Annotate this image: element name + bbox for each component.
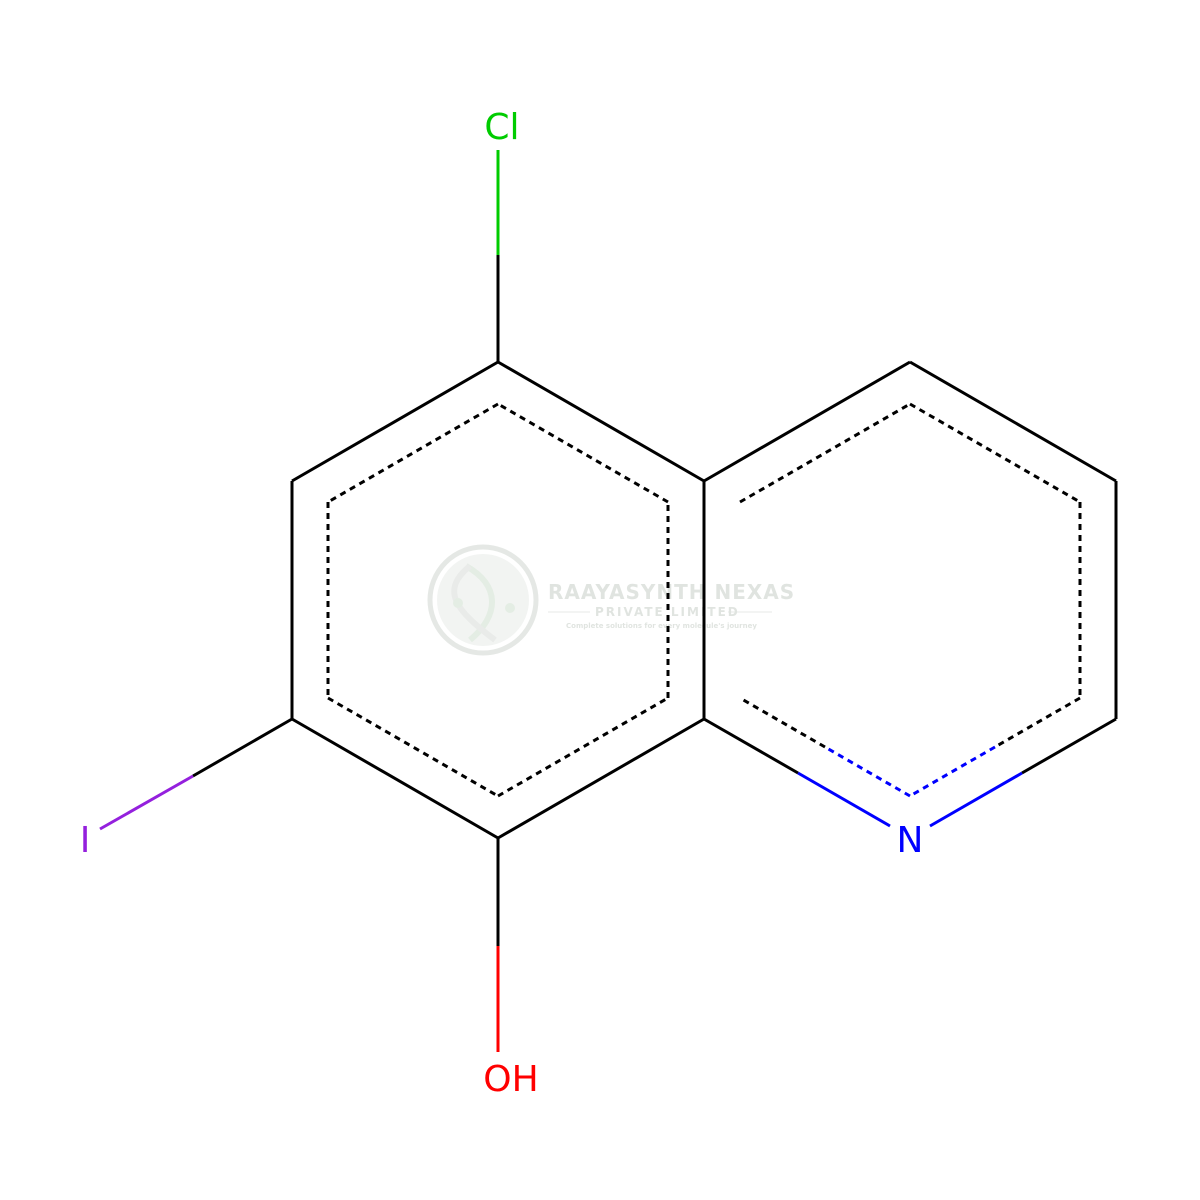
aromatic-bond-inner <box>994 696 1081 749</box>
aromatic-bond-inner <box>739 696 826 749</box>
bond-n1-c8a-blue <box>797 771 891 828</box>
watermark: RAAYASYNTH NEXAS PRIVATE LIMITED Complet… <box>427 544 795 656</box>
bond-c4a-c5 <box>497 360 705 483</box>
aromatic-bond-inner <box>327 402 499 504</box>
iodine-atom-label: I <box>80 820 91 861</box>
pyridine-aromatic-dashes <box>739 402 1082 798</box>
nitrogen-atom-label: N <box>897 820 924 861</box>
bond-c4-c3 <box>909 360 1117 483</box>
aromatic-bond-inner <box>327 696 499 798</box>
watermark-title: RAAYASYNTH NEXAS <box>548 580 795 604</box>
hydroxyl-group-label: OH <box>483 1059 538 1100</box>
watermark-subtitle: PRIVATE LIMITED <box>595 605 740 619</box>
watermark-tagline: Complete solutions for every molecule's … <box>566 622 757 630</box>
bond-n1-c8a-black <box>703 717 799 775</box>
aromatic-bond-inner <box>909 745 996 798</box>
pyridine-ring <box>703 360 1118 828</box>
bond-c7-i-black <box>192 717 293 778</box>
bond-c2-n1-black <box>1021 717 1117 775</box>
benzene-ring <box>290 360 706 840</box>
chlorine-atom-label: Cl <box>484 107 519 148</box>
dna-helix-logo-icon <box>427 544 539 656</box>
aromatic-bond-inner <box>909 402 1081 504</box>
substituent-bonds <box>99 150 500 1052</box>
bond-c5-c6 <box>291 360 499 483</box>
bond-c2-n1-blue <box>929 771 1023 828</box>
bond-c7-c8 <box>291 717 499 840</box>
bond-c4a-c4 <box>703 360 911 483</box>
aromatic-bond-inner <box>739 402 911 504</box>
bond-c7-i-purple <box>99 774 194 831</box>
bond-c8-c8a <box>497 717 705 840</box>
aromatic-bond-inner <box>497 402 669 504</box>
aromatic-bond-inner <box>497 696 669 798</box>
aromatic-bond-inner <box>824 745 911 798</box>
